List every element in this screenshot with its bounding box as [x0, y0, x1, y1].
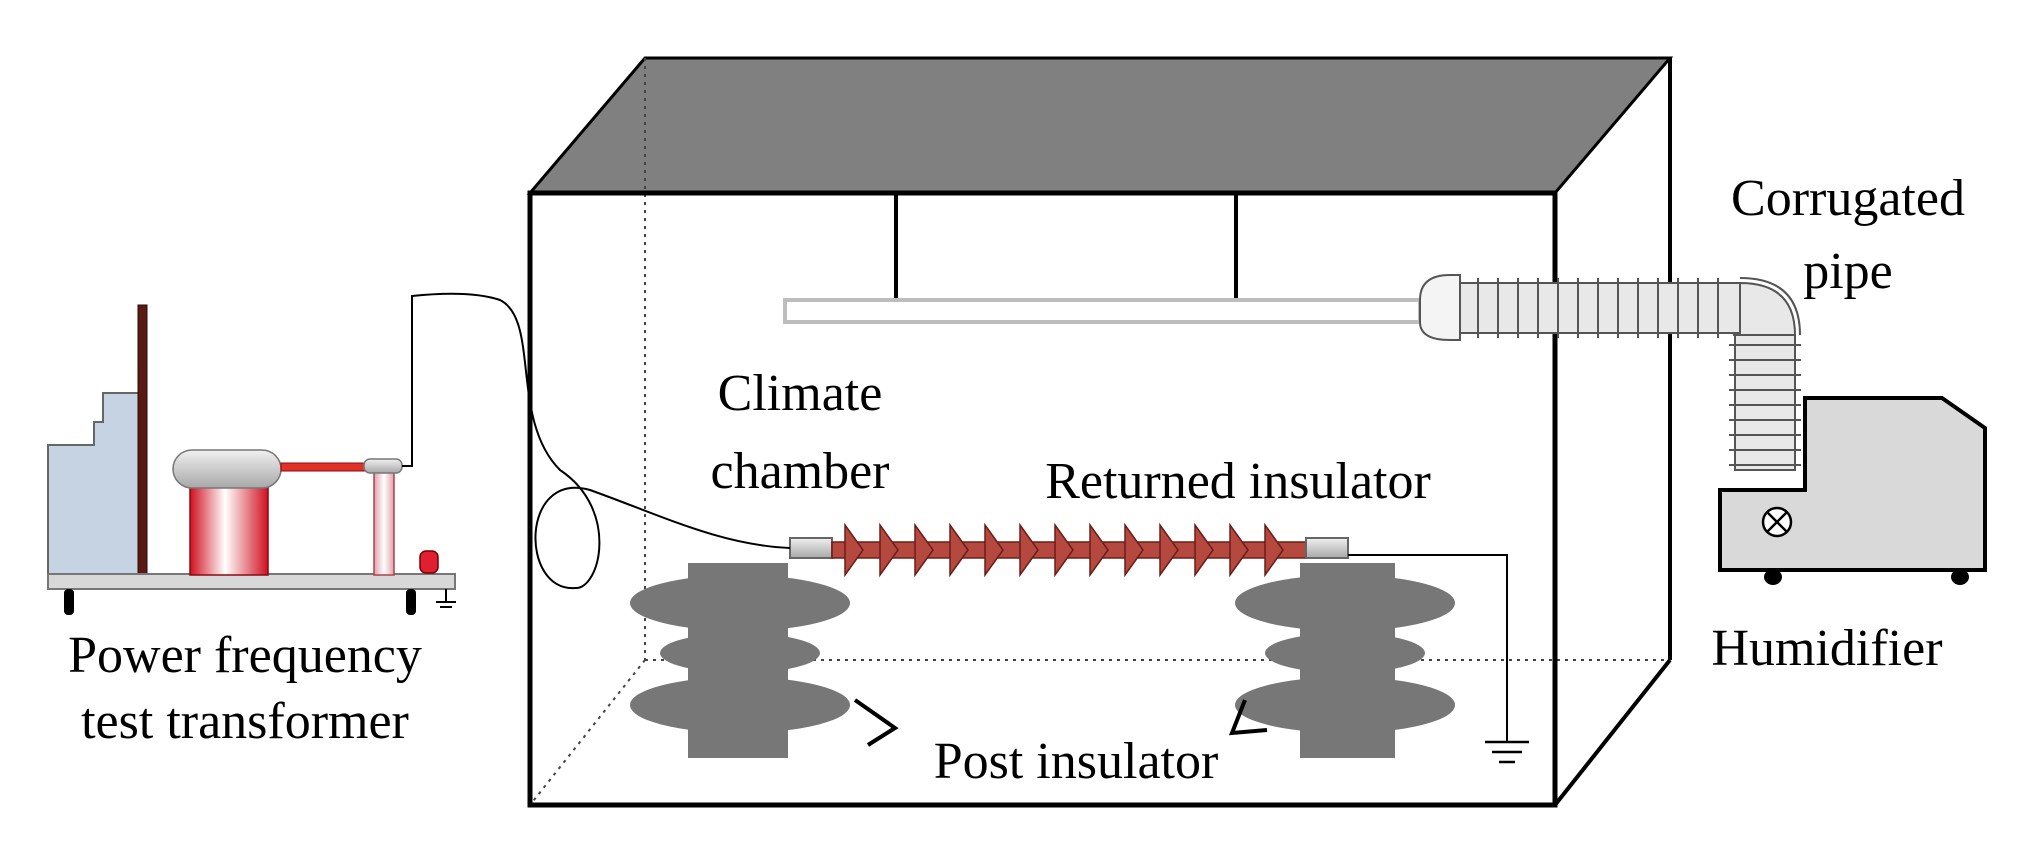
wheel-2 — [406, 589, 416, 615]
spray-tube — [783, 298, 1422, 324]
label-post-insulator: Post insulator — [934, 733, 1219, 790]
label-humidifier: Humidifier — [1711, 620, 1942, 677]
support-post-cap — [363, 458, 403, 474]
mast — [137, 304, 148, 576]
end-fitting-right — [1305, 537, 1349, 559]
ground-icon — [1485, 740, 1529, 764]
chamber-top-face — [526, 56, 1674, 195]
circled-x-icon — [1761, 506, 1793, 538]
arrow-left — [853, 698, 899, 747]
label-climate-line1: Climate — [718, 365, 883, 422]
humidifier — [1718, 396, 1987, 585]
hv-conductor — [280, 462, 367, 472]
label-returned-insulator: Returned insulator — [1045, 453, 1431, 510]
returned-insulator — [789, 522, 1349, 578]
power-frequency-transformer — [47, 304, 456, 615]
spray-tube-assembly — [783, 193, 1422, 324]
base-platform — [47, 573, 456, 590]
transformer-ground-icon — [436, 589, 456, 608]
hv-lead-wire — [402, 292, 791, 590]
label-climate-line2: chamber — [710, 443, 889, 500]
ground-lead — [1348, 554, 1508, 742]
post-insulator-left — [630, 563, 850, 758]
arrow-right — [1228, 699, 1268, 736]
post-insulator-arrows — [853, 698, 1268, 747]
label-pipe-line1: Corrugated — [1731, 170, 1965, 227]
corrugated-pipe — [1419, 274, 1801, 471]
insulator-sheds — [844, 522, 1284, 578]
end-fitting-left — [789, 537, 833, 559]
support-post — [373, 471, 395, 576]
chamber-hidden-edges — [529, 58, 1670, 806]
humidifier-wheel-right — [1951, 569, 1969, 585]
chamber-right-bottom-edge — [1553, 658, 1672, 807]
warning-lamp-icon — [419, 550, 439, 574]
transformer-cap — [172, 449, 282, 489]
transformer-tank — [189, 484, 269, 576]
label-transformer-line1: Power frequency — [68, 627, 422, 684]
wheel-1 — [64, 589, 74, 615]
label-pipe-line2: pipe — [1803, 243, 1893, 300]
humidifier-wheel-left — [1764, 569, 1782, 585]
control-cabinet — [47, 392, 144, 576]
label-transformer-line2: test transformer — [81, 693, 409, 750]
post-insulator-right — [1235, 563, 1455, 758]
chamber-front-face — [527, 190, 1558, 808]
climate-chamber — [526, 56, 1674, 808]
